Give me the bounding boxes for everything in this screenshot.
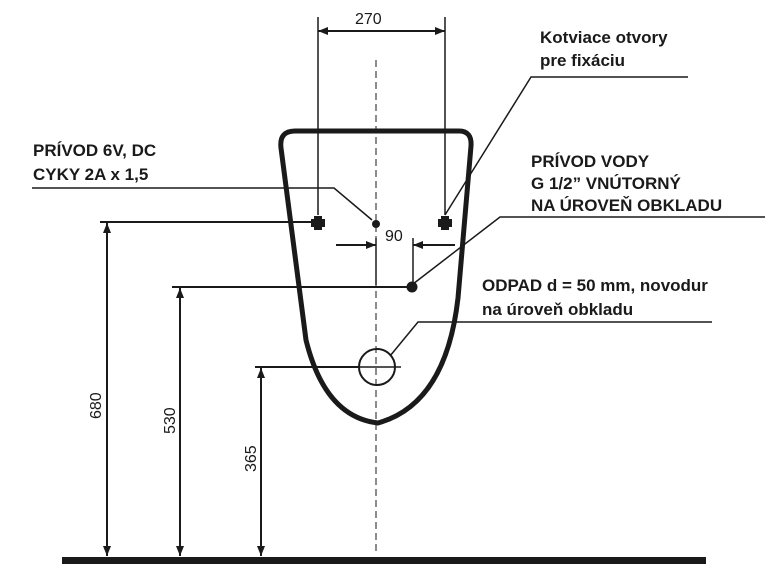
anchor-spacing-dimension: 270 [317,11,446,215]
water-label-line-1: PRÍVOD VODY [531,152,650,171]
anchor-label: Kotviace otvory pre fixáciu [444,28,688,216]
drain-label-line-2: na úroveň obkladu [482,300,633,319]
power-label-line-1: PRÍVOD 6V, DC [33,141,156,160]
water-height-value: 530 [162,407,179,434]
water-height-dimension: 530 [162,286,412,556]
power-label-line-2: CYKY 2A x 1,5 [33,165,148,184]
drain-outlet [358,348,401,386]
anchor-height-value: 680 [88,392,105,419]
power-supply-point [372,220,380,228]
power-label: PRÍVOD 6V, DC CYKY 2A x 1,5 [32,141,373,221]
water-label: PRÍVOD VODY G 1/2” VNÚTORNÝ NA ÚROVEŇ OB… [412,152,765,285]
supply-offset-dimension: 90 [336,228,455,285]
anchor-height-dimension: 680 [88,221,318,556]
water-label-line-2: G 1/2” VNÚTORNÝ [531,174,682,193]
water-label-line-3: NA ÚROVEŇ OBKLADU [531,196,722,215]
urinal-outline [278,128,474,426]
drain-height-dimension: 365 [243,366,359,556]
drain-height-value: 365 [243,445,260,472]
supply-offset-value: 90 [385,228,403,245]
anchor-label-line-2: pre fixáciu [540,51,625,70]
anchor-label-line-1: Kotviace otvory [540,28,668,47]
floor-line [62,557,706,564]
anchor-spacing-value: 270 [355,11,382,28]
drain-label: ODPAD d = 50 mm, novodur na úroveň obkla… [389,276,712,357]
drain-label-line-1: ODPAD d = 50 mm, novodur [482,276,708,295]
right-anchor-hole-icon [438,216,452,230]
